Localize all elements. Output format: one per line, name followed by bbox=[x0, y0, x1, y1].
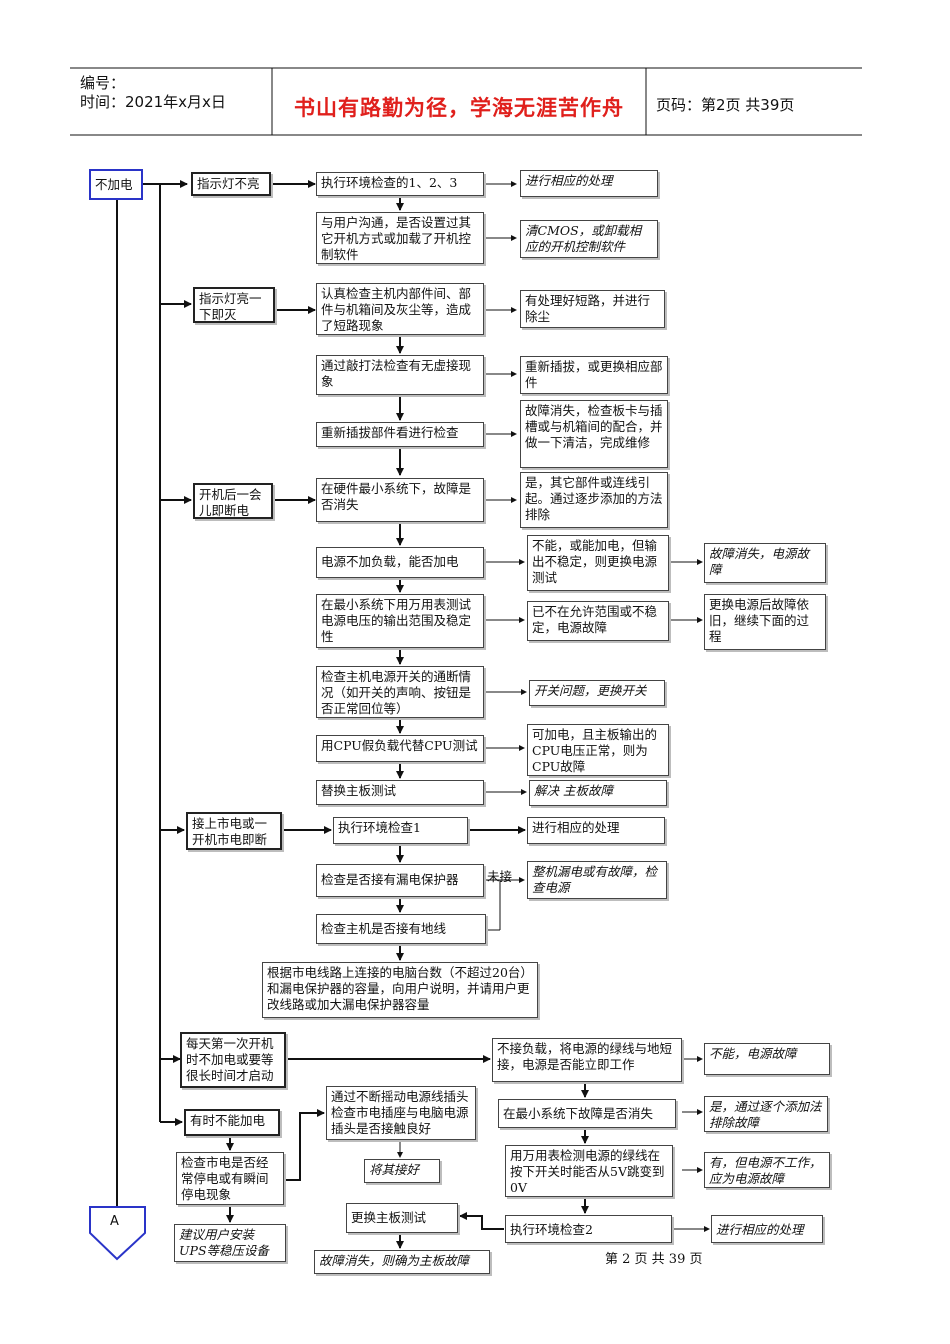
connector-a-label: A bbox=[110, 1214, 119, 1229]
result-install-ups: 建议用户安装UPS等稳压设备 bbox=[174, 1224, 286, 1262]
step-fake-cpu-load: 用CPU假负载代替CPU测试 bbox=[316, 735, 484, 762]
step-green-wire-short: 不接负载，将电源的绿线与地短接，电源是否能立即工作 bbox=[492, 1038, 682, 1082]
step-env-check-2: 执行环境检查2 bbox=[505, 1215, 672, 1243]
step-check-ground-wire: 检查主机是否接有地线 bbox=[316, 914, 486, 944]
step-check-power-switch: 检查主机电源开关的通断情况（如开关的声响、按钮是否正常回位等） bbox=[316, 666, 484, 718]
step-min-system-2: 在最小系统下故障是否消失 bbox=[498, 1099, 676, 1128]
result-psu-not-working: 有，但电源不工作，应为电源故障 bbox=[704, 1152, 830, 1188]
result-env-check-1: 进行相应的处理 bbox=[527, 817, 665, 844]
result-reconnect: 将其接好 bbox=[364, 1159, 440, 1183]
result-clear-cmos: 清CMOS，或卸载相应的开机控制软件 bbox=[520, 220, 658, 258]
result-motherboard-fault: 解决 主板故障 bbox=[529, 780, 667, 806]
step-replace-motherboard: 替换主板测试 bbox=[316, 780, 484, 805]
header-motto: 书山有路勤为径，学海无涯苦作舟 bbox=[294, 95, 624, 120]
result-fix-short: 有处理好短路，并进行除尘 bbox=[520, 290, 665, 328]
branch-morning-startup: 每天第一次开机时不加电或要等很长时间才启动 bbox=[180, 1032, 286, 1088]
step-check-outages: 检查市电是否经常停电或有瞬间停电现象 bbox=[176, 1152, 284, 1205]
branch-indicator-flash: 指示灯亮一下即灭 bbox=[193, 287, 275, 323]
result-psu-fault: 故障消失，电源故障 bbox=[704, 543, 826, 583]
result-continue-process: 更换电源后故障依旧，继续下面的过程 bbox=[704, 594, 826, 650]
step-knock-test: 通过敲打法检查有无虚接现象 bbox=[316, 355, 484, 395]
result-replace-psu: 不能，或能加电，但输出不稳定，则更换电源测试 bbox=[527, 535, 669, 591]
result-cpu-fault: 可加电，且主板输出的CPU电压正常，则为CPU故障 bbox=[527, 724, 669, 776]
branch-power-off-after-boot: 开机后一会儿即断电 bbox=[193, 483, 273, 519]
step-env-check-1: 执行环境检查1 bbox=[333, 817, 468, 844]
result-confirm-motherboard-fault: 故障消失，则确为主板故障 bbox=[314, 1250, 490, 1274]
step-check-5v-jump: 用万用表检测电源的绿线在按下开关时能否从5V跳变到0V bbox=[505, 1145, 673, 1197]
step-check-short-circuit: 认真检查主机内部件间、部件与机箱间及灰尘等，造成了短路现象 bbox=[316, 283, 484, 335]
document-number-label: 编号： bbox=[80, 74, 126, 92]
branch-sometimes-no-power: 有时不能加电 bbox=[184, 1109, 280, 1136]
step-replace-motherboard-2: 更换主板测试 bbox=[346, 1203, 458, 1233]
result-add-one-by-one: 是，通过逐个添加法排除故障 bbox=[704, 1096, 828, 1132]
result-replug-or-replace: 重新插拔，或更换相应部件 bbox=[520, 356, 668, 394]
result-add-parts-gradually: 是，其它部件或连线引起。通过逐步添加的方法排除 bbox=[520, 472, 668, 528]
page-number-label: 页码：第2页 共39页 bbox=[656, 96, 795, 114]
step-explain-capacity: 根据市电线路上连接的电脑台数（不超过20台）和漏电保护器的容量，向用户说明，并请… bbox=[262, 962, 538, 1018]
result-env-check-2: 进行相应的处理 bbox=[711, 1215, 823, 1243]
step-user-communication: 与用户沟通，是否设置过其它开机方式或加载了开机控制软件 bbox=[316, 212, 484, 264]
branch-indicator-off: 指示灯不亮 bbox=[191, 172, 271, 196]
result-voltage-out-of-range: 已不在允许范围或不稳定，电源故障 bbox=[527, 601, 669, 641]
step-shake-power-plug: 通过不断摇动电源线插头检查市电插座与电脑电源插头是否接触良好 bbox=[326, 1086, 476, 1140]
result-replace-switch: 开关问题，更换开关 bbox=[529, 680, 665, 706]
step-min-system-test: 在硬件最小系统下，故障是否消失 bbox=[316, 478, 484, 522]
result-leakage-check-psu: 整机漏电或有故障，检查电源 bbox=[527, 861, 667, 899]
branch-mains-trip: 接上市电或一开机市电即断 bbox=[186, 812, 282, 850]
page-footer: 第 2 页 共 39 页 bbox=[605, 1252, 703, 1267]
result-fault-cleared-maintenance: 故障消失，检查板卡与插槽或与机箱间的配合，并做一下清洁，完成维修 bbox=[520, 400, 668, 468]
result-env-check-123: 进行相应的处理 bbox=[520, 170, 658, 197]
step-multimeter-voltage: 在最小系统下用万用表测试电源电压的输出范围及稳定性 bbox=[316, 594, 484, 648]
root-no-power: 不加电 bbox=[89, 169, 143, 200]
step-psu-no-load: 电源不加负载，能否加电 bbox=[316, 547, 484, 578]
result-psu-fault-2: 不能，电源故障 bbox=[704, 1043, 830, 1075]
step-env-check-123: 执行环境检查的1、2、3 bbox=[316, 172, 484, 196]
step-check-leakage-protector: 检查是否接有漏电保护器 bbox=[316, 864, 484, 897]
step-replug-parts: 重新插拔部件看进行检查 bbox=[316, 422, 484, 447]
label-not-connected: 未接 bbox=[487, 869, 513, 884]
document-time-label: 时间：2021年x月x日 bbox=[80, 93, 226, 111]
